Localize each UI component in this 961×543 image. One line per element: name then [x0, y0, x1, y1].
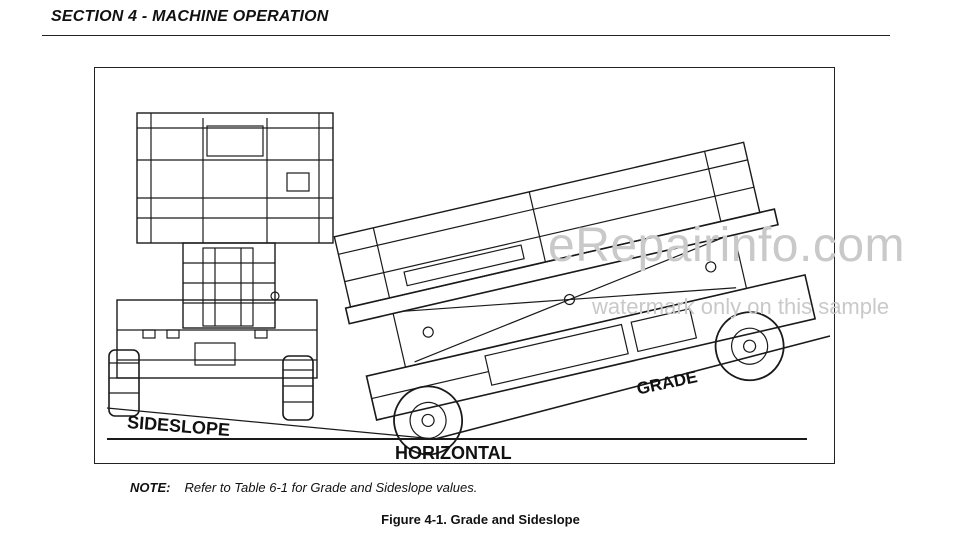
watermark-subtext: watermark only on this sample: [592, 294, 890, 319]
rear-view-machine: [108, 112, 334, 421]
figure-caption: Figure 4-1. Grade and Sideslope: [381, 512, 580, 527]
section-title: SECTION 4 - MACHINE OPERATION: [51, 8, 329, 25]
note: NOTE: Refer to Table 6-1 for Grade and Si…: [130, 480, 477, 495]
watermark-text: eRepairinfo.com: [548, 219, 905, 272]
sideslope-line: [106, 407, 436, 440]
note-text: Refer to Table 6-1 for Grade and Sideslo…: [184, 480, 478, 495]
side-view-machine: [333, 141, 817, 456]
grade-line: [434, 335, 831, 440]
note-label: NOTE:: [130, 480, 171, 495]
lift-illustration: [106, 112, 831, 456]
header-divider: [42, 35, 890, 36]
horizontal-label: HORIZONTAL: [395, 443, 512, 463]
figure-frame: SIDESLOPE HORIZONTAL GRADE: [94, 67, 835, 464]
